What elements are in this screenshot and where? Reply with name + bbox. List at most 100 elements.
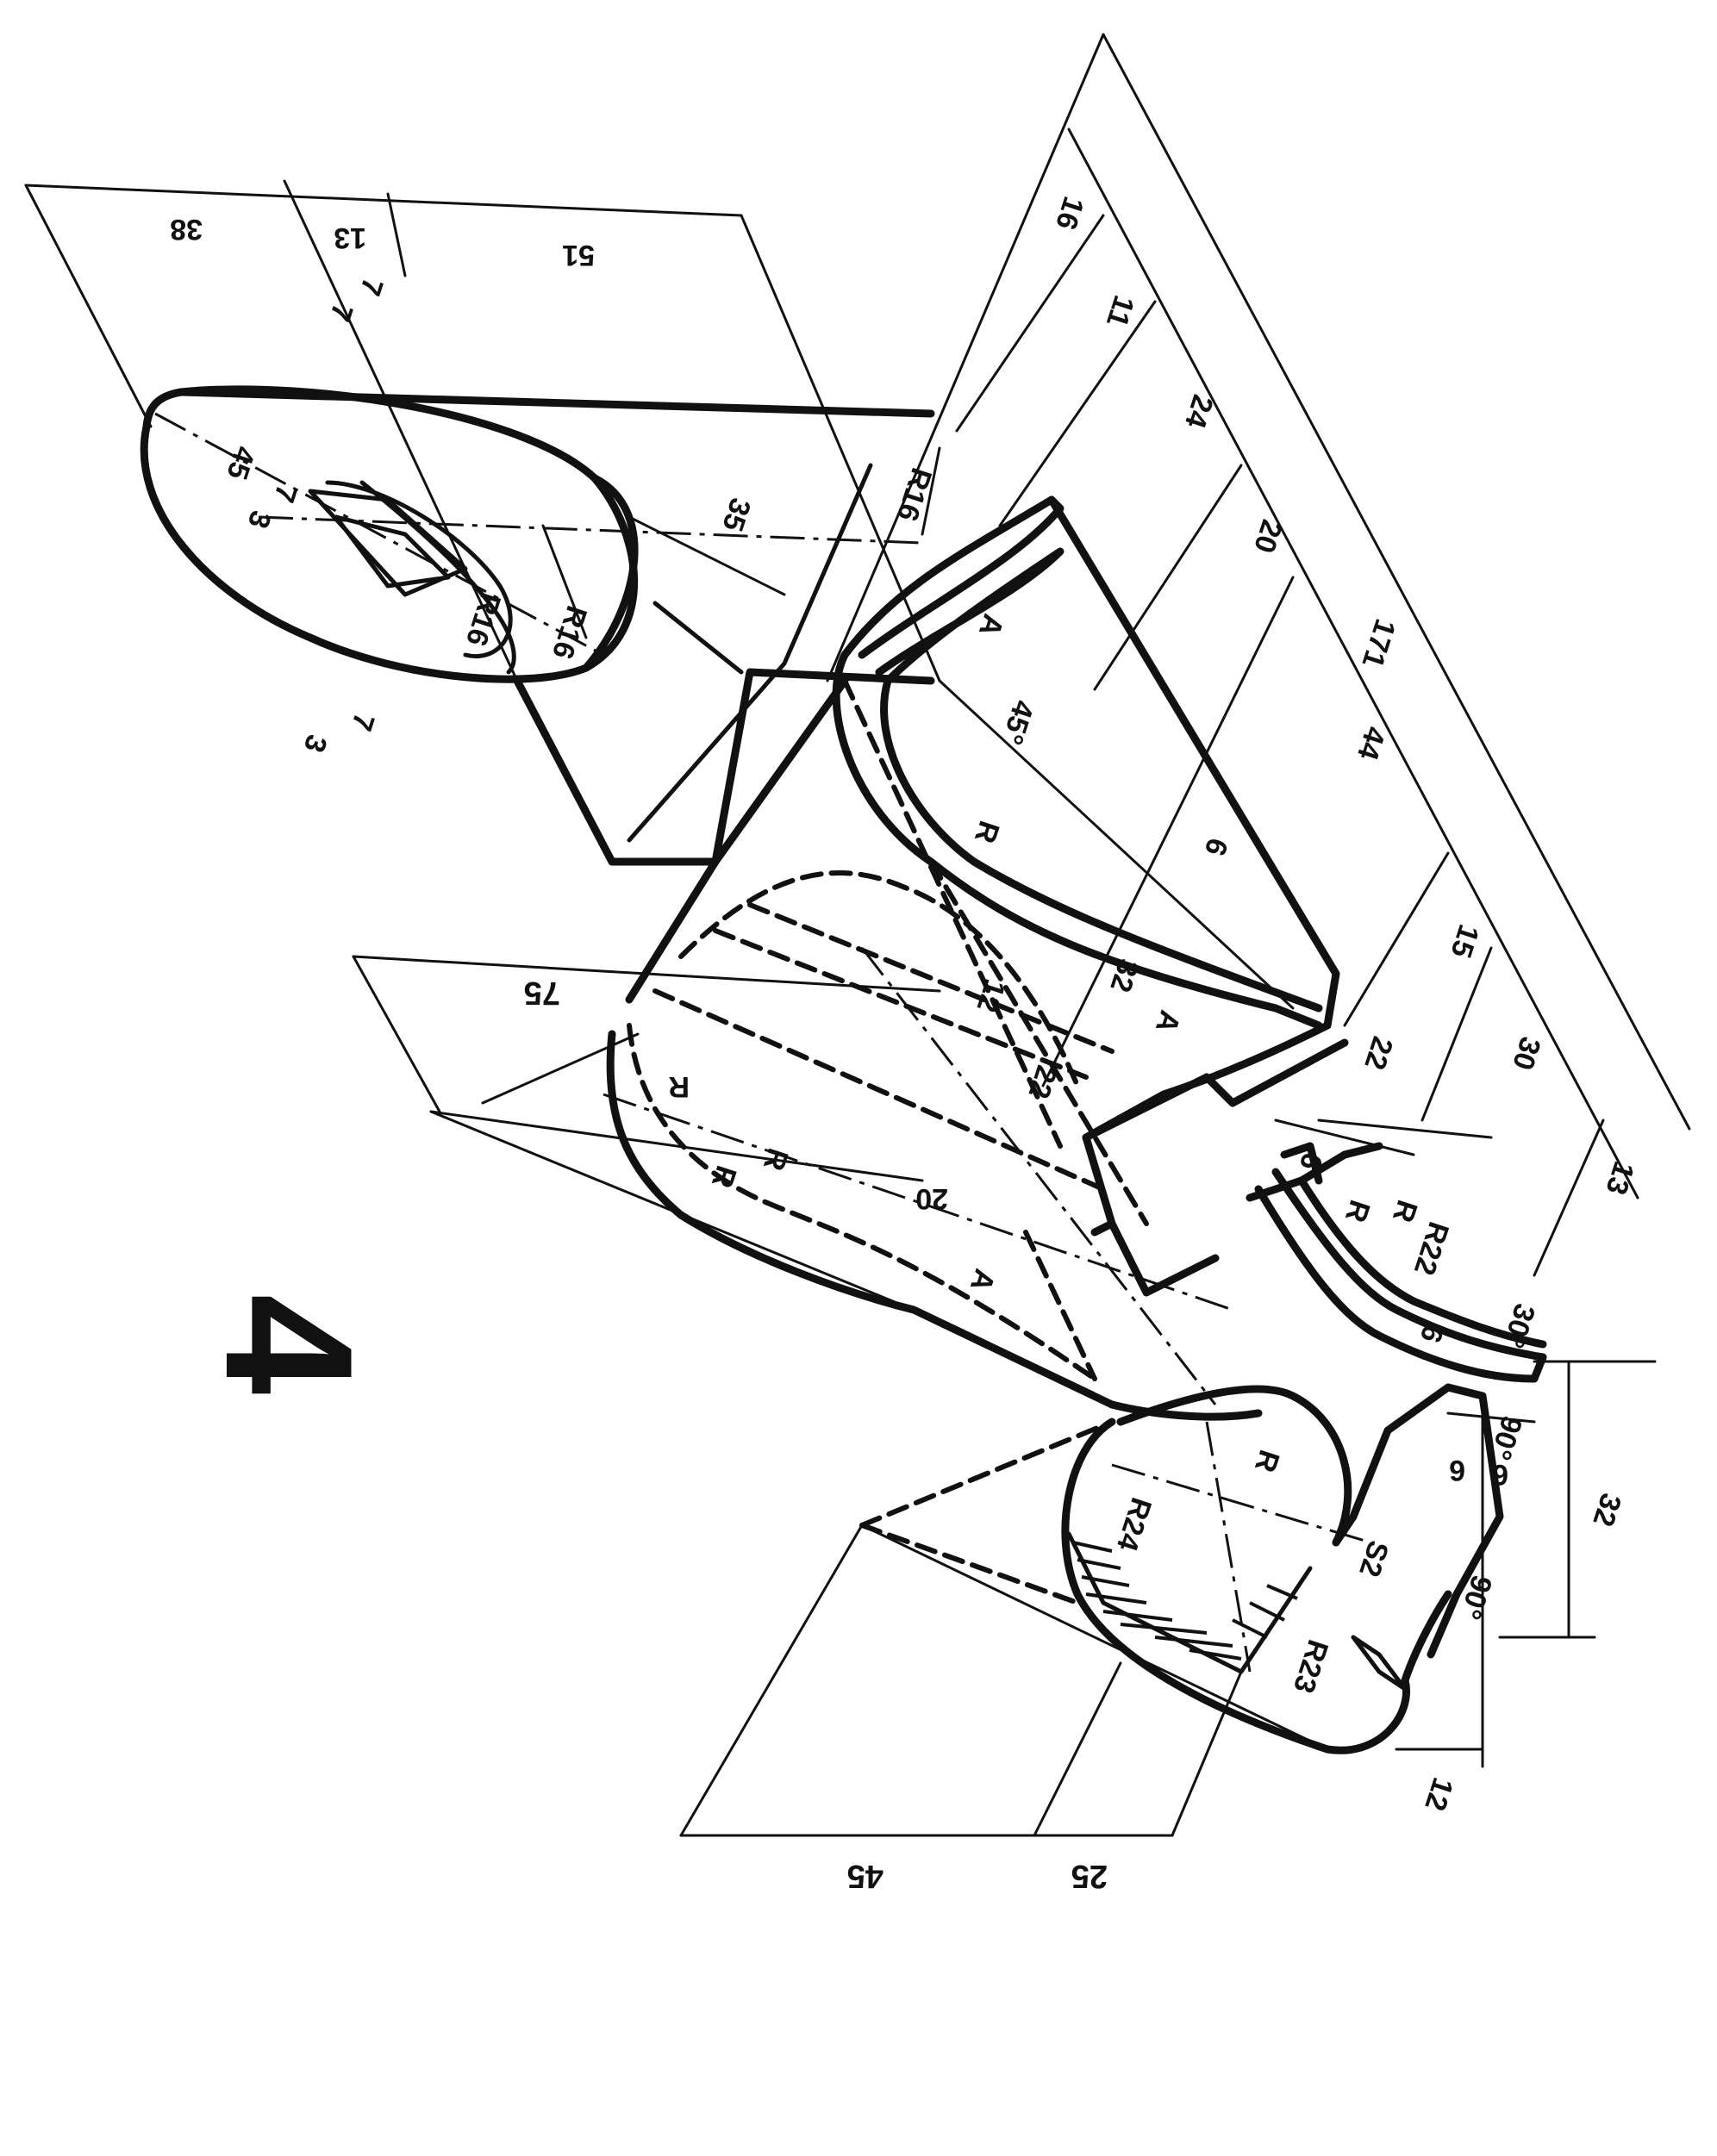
top-cylinder-outline-top (177, 388, 935, 418)
main-body (603, 495, 1349, 1421)
dim-171: 171 (1356, 615, 1402, 672)
dim-cross-2 (998, 300, 1157, 527)
right-slot-part (1246, 1142, 1547, 1383)
dim-R16-a: R16 (890, 464, 938, 525)
dim-small-2 (1317, 1119, 1493, 1139)
main-slot-curve (832, 495, 1323, 1030)
cone-line-3 (860, 1524, 1329, 1751)
main-outline-top (625, 676, 849, 1004)
dim-6-b: 6 (1293, 1149, 1329, 1175)
top-cylinder-shadow (359, 480, 516, 675)
dim-left-ext-5 (481, 1032, 640, 1105)
bottom-hatching (1072, 1541, 1298, 1661)
dim-cross-6 (1420, 946, 1493, 1122)
dim-15: 15 (1444, 920, 1485, 962)
dim-30: 30 (1506, 1033, 1547, 1075)
dim-top-ext-c (386, 192, 407, 277)
dim-7-d: 7 (345, 709, 381, 735)
dim-R-slot2: R (1386, 1196, 1424, 1226)
top-ellipse (140, 385, 639, 683)
main-right-edge (1047, 495, 1340, 1237)
dim-cross-4 (1041, 576, 1295, 1087)
dim-cross-7 (1533, 1119, 1605, 1277)
hidden-line-5 (652, 988, 1106, 1192)
block-edge (627, 463, 873, 843)
dim-13-top: 13 (334, 221, 366, 254)
dim-45-bottom: 45 (847, 1858, 883, 1894)
bottom-lobe-outer (1061, 1418, 1452, 1754)
block-edge2 (652, 601, 744, 675)
dim-6-e: 6 (1492, 1458, 1508, 1491)
dim-75: 75 (524, 975, 560, 1011)
right-slot-outer (1254, 1185, 1547, 1383)
main-bottom-edge (1108, 1400, 1263, 1421)
dim-left-ext-3 (429, 1110, 924, 1182)
dim-top-ext-b (283, 179, 519, 682)
right-slot-inner (1271, 1168, 1547, 1362)
dim-6-a: 6 (1198, 834, 1234, 860)
dim-diag-1 (826, 33, 1105, 682)
dim-7-c: 7 (353, 274, 390, 300)
block-edge3 (627, 515, 786, 596)
main-outline-left (606, 1030, 1116, 1409)
hidden-line-6 (928, 859, 1149, 1226)
top-axis-line (154, 412, 604, 657)
dim-bottom-ext-a (679, 1524, 864, 1837)
dim-3-a: 3 (241, 507, 278, 533)
hidden-line-4 (747, 902, 1114, 1054)
dim-leader-R16 (921, 446, 941, 536)
bottom-axis-1 (1111, 1463, 1371, 1544)
dim-diag-3 (1067, 128, 1639, 1200)
dim-diag-4 (938, 679, 1295, 1010)
dim-A-1: A (972, 610, 1010, 640)
dim-51: 51 (562, 239, 595, 271)
dim-left-ext-1 (352, 955, 941, 993)
dim-R-slot1: R (1339, 1196, 1377, 1226)
dim-small-1 (1274, 1119, 1415, 1156)
dim-right-6 (1446, 1411, 1536, 1424)
dim-45-deg: 45° (996, 696, 1040, 749)
dim-top-ext-a (24, 184, 153, 428)
top-ellipse-right (582, 474, 639, 672)
top-inner-ellipse (325, 480, 513, 658)
dim-90-b: 90° (1453, 1571, 1498, 1623)
figure-number-text: 4 (188, 1293, 390, 1395)
dim-3-b: 3 (297, 731, 334, 757)
dim-32-right: 32 (1586, 1489, 1627, 1530)
top-square-slot2 (334, 514, 451, 589)
dimension-lines (24, 33, 1691, 1837)
block-outline (513, 668, 935, 866)
dim-6-d: 6 (1449, 1454, 1465, 1486)
main-notch2 (1108, 1219, 1220, 1297)
dim-R-left: R (757, 1144, 795, 1175)
dim-45-top: 45 (220, 442, 261, 483)
hidden-curve-2 (678, 869, 1080, 1088)
hidden-curve-1 (627, 1023, 1097, 1381)
hidden-line-7 (842, 678, 1063, 1149)
main-notch (1082, 1038, 1349, 1142)
dim-35: 35 (715, 494, 757, 535)
main-axis-1 (603, 1093, 1233, 1312)
dim-R24: R24 (1110, 1493, 1158, 1555)
top-axis-line2 (258, 515, 923, 545)
cone-dashed-1 (859, 1419, 1114, 1528)
bottom-notch-shape (1351, 1635, 1408, 1692)
dim-7-b: 7 (323, 300, 359, 326)
right-block (1246, 1142, 1383, 1202)
dim-38: 38 (170, 213, 203, 246)
main-slot-curve-inner (875, 547, 1323, 1013)
right-slot-inner2 (1297, 1176, 1547, 1349)
bottom-lobe-top (1116, 1385, 1352, 1547)
dim-R-left2: R (705, 1162, 743, 1192)
dim-R-bottom: R (1248, 1446, 1286, 1476)
dim-6-c: 6 (1414, 1321, 1450, 1347)
dim-cross-5 (1343, 851, 1450, 1027)
bottom-inner-cut (1066, 1531, 1313, 1674)
dim-12-right: 12 (1418, 1773, 1459, 1815)
dim-R22: R22 (1408, 1218, 1455, 1279)
dim-11: 11 (1100, 291, 1140, 331)
dim-A-3: A (964, 1265, 1002, 1295)
dim-44: 44 (1351, 723, 1392, 764)
